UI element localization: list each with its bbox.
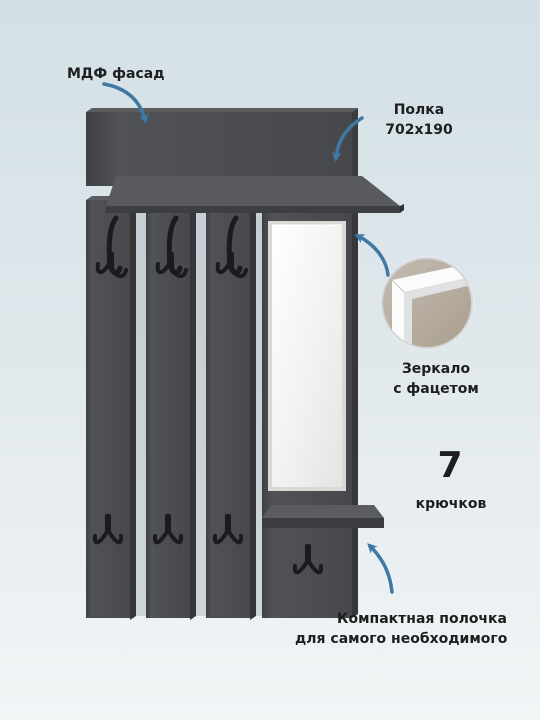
mirror (268, 221, 346, 491)
mirror-facet-thumbnail (380, 256, 474, 350)
arrow-mirror (354, 234, 390, 277)
compact-shelf-line1: Компактная полочка (337, 611, 507, 627)
double-hook-small-1 (92, 514, 124, 545)
double-hook-large-2 (155, 215, 188, 279)
mirror-label: Зеркало с фацетом (392, 359, 480, 399)
double-hook-small-2 (152, 514, 184, 545)
shelf-label-line2: 702x190 (385, 122, 453, 138)
mdf-facade-label: МДФ фасад (67, 64, 165, 84)
shelf-label: Полка 702x190 (367, 100, 471, 140)
hooks (92, 215, 324, 575)
double-hook-large-3 (215, 215, 248, 279)
compact-shelf-line2: для самого необходимого (295, 631, 508, 647)
compact-shelf-label: Компактная полочка для самого необходимо… (295, 609, 507, 649)
arrow-mdf (102, 82, 149, 124)
arrow-compact (367, 543, 394, 594)
slat-1 (86, 196, 136, 620)
double-hook-small-4 (292, 544, 324, 575)
mirror-label-line1: Зеркало (401, 361, 471, 377)
hooks-label: крючков (415, 496, 487, 512)
back-panel (86, 108, 358, 190)
mirror-label-line2: с фацетом (393, 381, 479, 397)
arrows (102, 82, 394, 594)
double-hook-large-1 (95, 215, 128, 279)
double-hook-small-3 (212, 514, 244, 545)
small-shelf (262, 505, 384, 528)
arrow-shelf (331, 116, 364, 162)
slat-3 (206, 196, 256, 620)
mdf-facade-text: МДФ фасад (67, 66, 165, 82)
slat-gaps (136, 200, 262, 616)
shelf-label-line1: Полка (393, 102, 445, 118)
top-shelf (106, 176, 404, 213)
hooks-count: 7 (437, 445, 463, 486)
